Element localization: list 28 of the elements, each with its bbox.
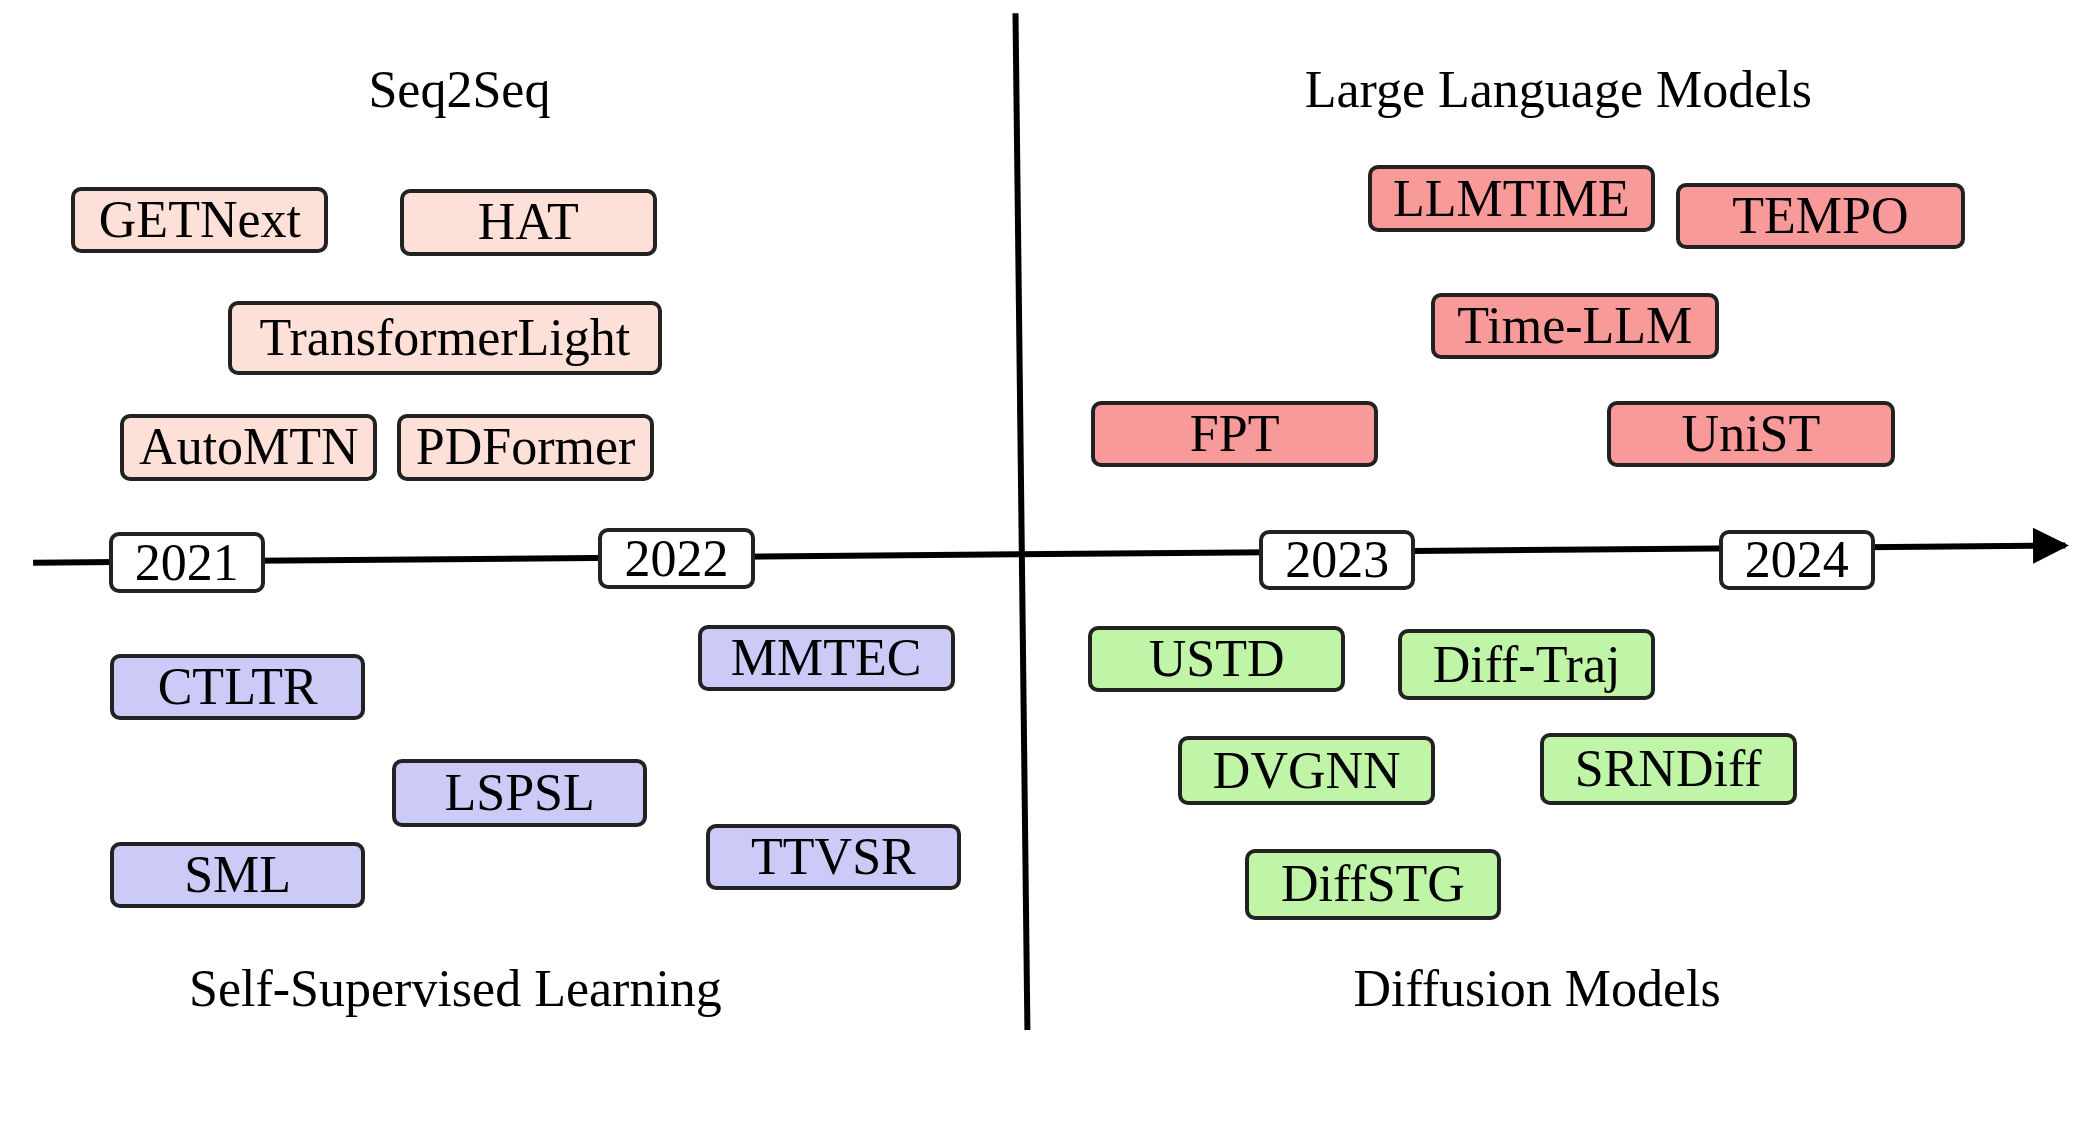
model-box: GETNext [71,186,329,253]
model-box: SML [109,842,366,909]
model-box: DVGNN [1178,736,1436,805]
quadrant-title: Diffusion Models [1353,962,1721,1015]
model-box: HAT [399,189,657,256]
quadrant-title: Self-Supervised Learning [189,962,722,1015]
model-box: TTVSR [705,823,962,890]
model-box: LLMTIME [1367,165,1655,232]
model-box: Diff-Traj [1398,628,1655,701]
year-marker: 2022 [598,528,755,590]
model-box: TEMPO [1676,182,1965,249]
quadrant-title: Large Language Models [1304,63,1812,116]
year-marker: 2024 [1718,529,1875,591]
year-marker: 2021 [108,532,265,594]
model-box: PDFormer [397,414,655,481]
model-box: SRNDiff [1539,733,1797,805]
model-box: CTLTR [109,654,366,721]
model-box: USTD [1088,626,1346,693]
model-box: AutoMTN [120,414,378,481]
model-box: UniST [1607,401,1895,468]
model-box: DiffSTG [1244,848,1502,921]
model-box: TransformerLight [227,300,662,375]
model-box: MMTEC [697,624,955,692]
model-box: FPT [1090,401,1379,468]
year-marker: 2023 [1259,529,1416,591]
quadrant-title: Seq2Seq [368,63,551,116]
model-box: Time-LLM [1431,292,1719,359]
model-box: LSPSL [391,758,648,828]
